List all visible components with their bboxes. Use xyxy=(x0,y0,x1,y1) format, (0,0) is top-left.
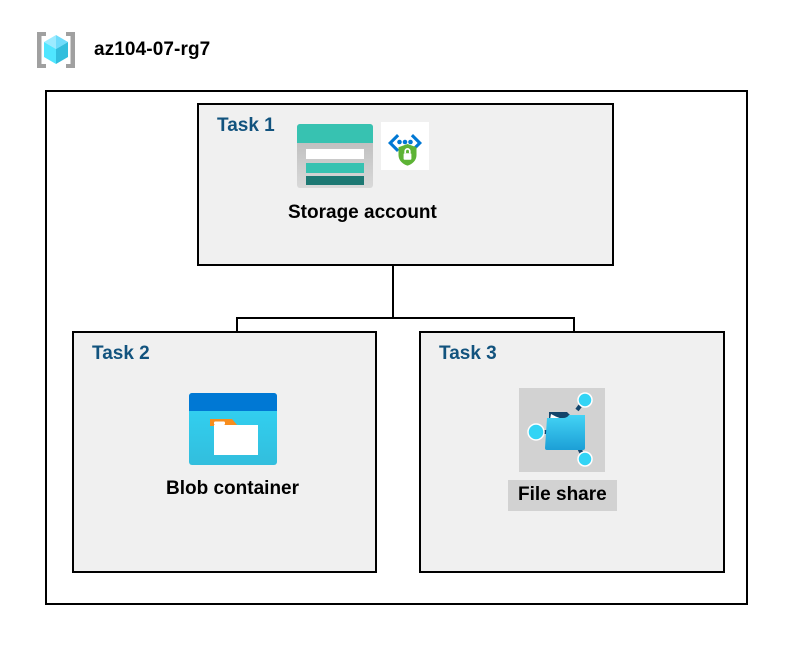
node-storage-account[interactable]: Storage account xyxy=(278,122,447,229)
blob-container-icon xyxy=(188,392,278,466)
task-label-1: Task 1 xyxy=(217,115,275,136)
storage-icon-row xyxy=(295,122,430,190)
resource-group-header: az104-07-rg7 xyxy=(32,26,210,74)
resource-group-title: az104-07-rg7 xyxy=(94,39,211,60)
task-label-3: Task 3 xyxy=(439,343,497,364)
node-blob-container[interactable]: Blob container xyxy=(156,392,309,505)
storage-security-shield-icon xyxy=(381,122,430,170)
node-file-share[interactable]: File share xyxy=(508,388,617,511)
storage-account-icon xyxy=(295,122,375,190)
node-caption-storage-account: Storage account xyxy=(288,202,437,223)
task-label-2: Task 2 xyxy=(92,343,150,364)
resource-group-cube-icon xyxy=(32,26,80,74)
connector-horizontal-bar xyxy=(236,317,575,319)
file-share-icon xyxy=(519,388,606,472)
node-caption-blob-container: Blob container xyxy=(166,478,300,499)
connector-trunk xyxy=(392,266,394,318)
node-caption-file-share: File share xyxy=(508,480,617,511)
